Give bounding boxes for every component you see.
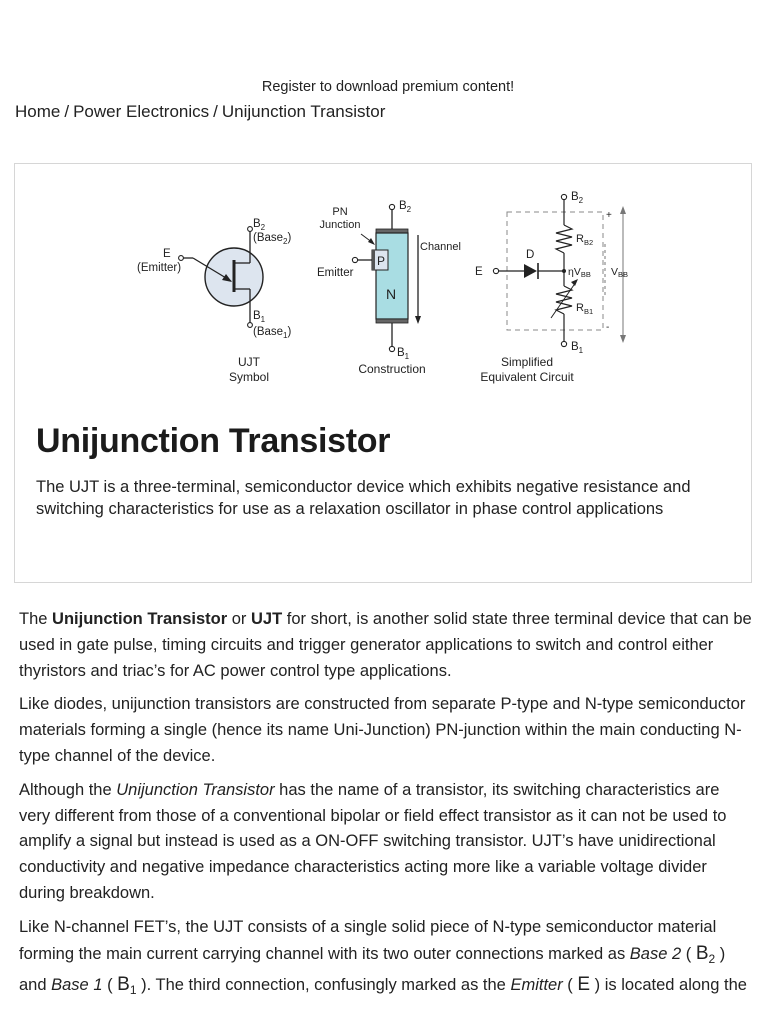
construction-b2-label: B xyxy=(399,200,407,212)
ujt-construction: B2 PN Junction Channel P N Emitter B1 Co… xyxy=(317,200,461,376)
equiv-caption-line1: Simplified xyxy=(501,355,553,369)
svg-text:RB2: RB2 xyxy=(576,233,593,247)
equiv-rb2-sub: B2 xyxy=(584,238,593,247)
symbol-b2-subscript: 2 xyxy=(708,951,716,966)
svg-text:ηVBB: ηVBB xyxy=(568,266,591,279)
symbol-b1-subscript: 1 xyxy=(129,983,137,998)
featured-card: E (Emitter) B2 (Base2) B1 (Base1) UJT Sy… xyxy=(14,163,752,583)
term-base1: Base 1 xyxy=(51,976,103,995)
svg-text:B1: B1 xyxy=(253,310,266,324)
equiv-b2-sub: 2 xyxy=(579,196,584,205)
construction-pn-line2: Junction xyxy=(320,219,361,231)
symbol-e-label: E xyxy=(163,248,171,260)
symbol-base2-label: (Base xyxy=(253,232,283,244)
symbol-b1-label: B xyxy=(253,310,261,322)
equiv-d-label: D xyxy=(526,249,534,261)
equiv-caption-line2: Equivalent Circuit xyxy=(480,370,574,384)
symbol-base1-label: (Base xyxy=(253,326,283,338)
term-emitter: Emitter xyxy=(510,976,563,995)
breadcrumb: Home/Power Electronics/Unijunction Trans… xyxy=(15,102,385,122)
construction-n-label: N xyxy=(386,286,396,302)
construction-emitter-label: Emitter xyxy=(317,267,354,279)
equiv-b1-sub: 1 xyxy=(579,346,584,355)
symbol-base1-sub: 1 xyxy=(283,331,288,340)
equiv-eta-label: ηV xyxy=(568,266,581,278)
symbol-b2-label: B xyxy=(253,218,261,230)
breadcrumb-separator: / xyxy=(213,102,218,121)
article-paragraph-1: The Unijunction Transistor or UJT for sh… xyxy=(19,610,752,680)
symbol-b2: B xyxy=(695,942,709,964)
breadcrumb-home[interactable]: Home xyxy=(15,102,61,121)
register-link[interactable]: Register to download premium content! xyxy=(261,79,515,95)
symbol-b1: B xyxy=(117,974,130,996)
article-body: The Unijunction Transistor or UJT for sh… xyxy=(19,607,754,1012)
term-ujt-italic: Unijunction Transistor xyxy=(116,780,275,799)
symbol-caption-line1: UJT xyxy=(238,355,261,369)
svg-text:RB1: RB1 xyxy=(576,302,593,316)
equiv-plus-label: + xyxy=(606,210,612,221)
equiv-minus-label: - xyxy=(606,322,609,333)
svg-text:(Base2): (Base2) xyxy=(253,232,292,246)
svg-text:B1: B1 xyxy=(397,347,410,361)
symbol-base2-sub: 2 xyxy=(283,237,288,246)
equiv-e-label: E xyxy=(475,266,483,278)
term-ujt-full: Unijunction Transistor xyxy=(52,610,228,628)
construction-b1-label: B xyxy=(397,347,405,359)
svg-text:VBB: VBB xyxy=(611,266,628,279)
construction-channel-label: Channel xyxy=(420,241,461,253)
svg-text:B1: B1 xyxy=(571,341,584,355)
equiv-b1-label: B xyxy=(571,341,579,353)
article-paragraph-2: Like diodes, unijunction transistors are… xyxy=(19,695,746,765)
equiv-vbb-label: V xyxy=(611,266,618,278)
ujt-equivalent-circuit: B2 RB2 D E ηVBB VBB RB1 B1 + - Simplifie… xyxy=(475,191,628,384)
equiv-eta-sub: BB xyxy=(581,270,591,279)
article-paragraph-3: Although the Unijunction Transistor has … xyxy=(19,780,727,902)
construction-pn-line1: PN xyxy=(332,206,347,218)
card-title: Unijunction Transistor xyxy=(36,422,391,460)
symbol-b1-sub: 1 xyxy=(261,315,266,324)
svg-text:B2: B2 xyxy=(571,191,584,205)
construction-caption: Construction xyxy=(358,362,425,376)
equiv-vbb-sub: BB xyxy=(618,270,628,279)
construction-b2-sub: 2 xyxy=(407,205,412,214)
ujt-symbol: E (Emitter) B2 (Base2) B1 (Base1) UJT Sy… xyxy=(137,218,292,384)
svg-text:(Base1): (Base1) xyxy=(253,326,292,340)
term-ujt-short: UJT xyxy=(250,610,283,628)
symbol-emitter-label: (Emitter) xyxy=(137,262,181,274)
equiv-b2-label: B xyxy=(571,191,579,203)
equiv-rb1-label: R xyxy=(576,302,584,314)
equiv-rb1-sub: B1 xyxy=(584,307,593,316)
ujt-diagram: E (Emitter) B2 (Base2) B1 (Base1) UJT Sy… xyxy=(137,191,628,384)
symbol-b2-sub: 2 xyxy=(261,223,266,232)
symbol-e: E xyxy=(577,974,591,996)
breadcrumb-power-electronics[interactable]: Power Electronics xyxy=(73,102,210,121)
article-paragraph-4: Like N-channel FET’s, the UJT consists o… xyxy=(19,917,747,998)
svg-text:B2: B2 xyxy=(253,218,266,232)
equiv-rb2-label: R xyxy=(576,233,584,245)
breadcrumb-separator: / xyxy=(64,102,70,121)
term-base2: Base 2 xyxy=(629,944,682,963)
construction-p-label: P xyxy=(377,254,385,268)
svg-text:B2: B2 xyxy=(399,200,412,214)
breadcrumb-current: Unijunction Transistor xyxy=(221,102,386,121)
symbol-caption-line2: Symbol xyxy=(229,370,269,384)
construction-b1-sub: 1 xyxy=(405,352,410,361)
card-description: The UJT is a three-terminal, semiconduct… xyxy=(36,478,691,518)
